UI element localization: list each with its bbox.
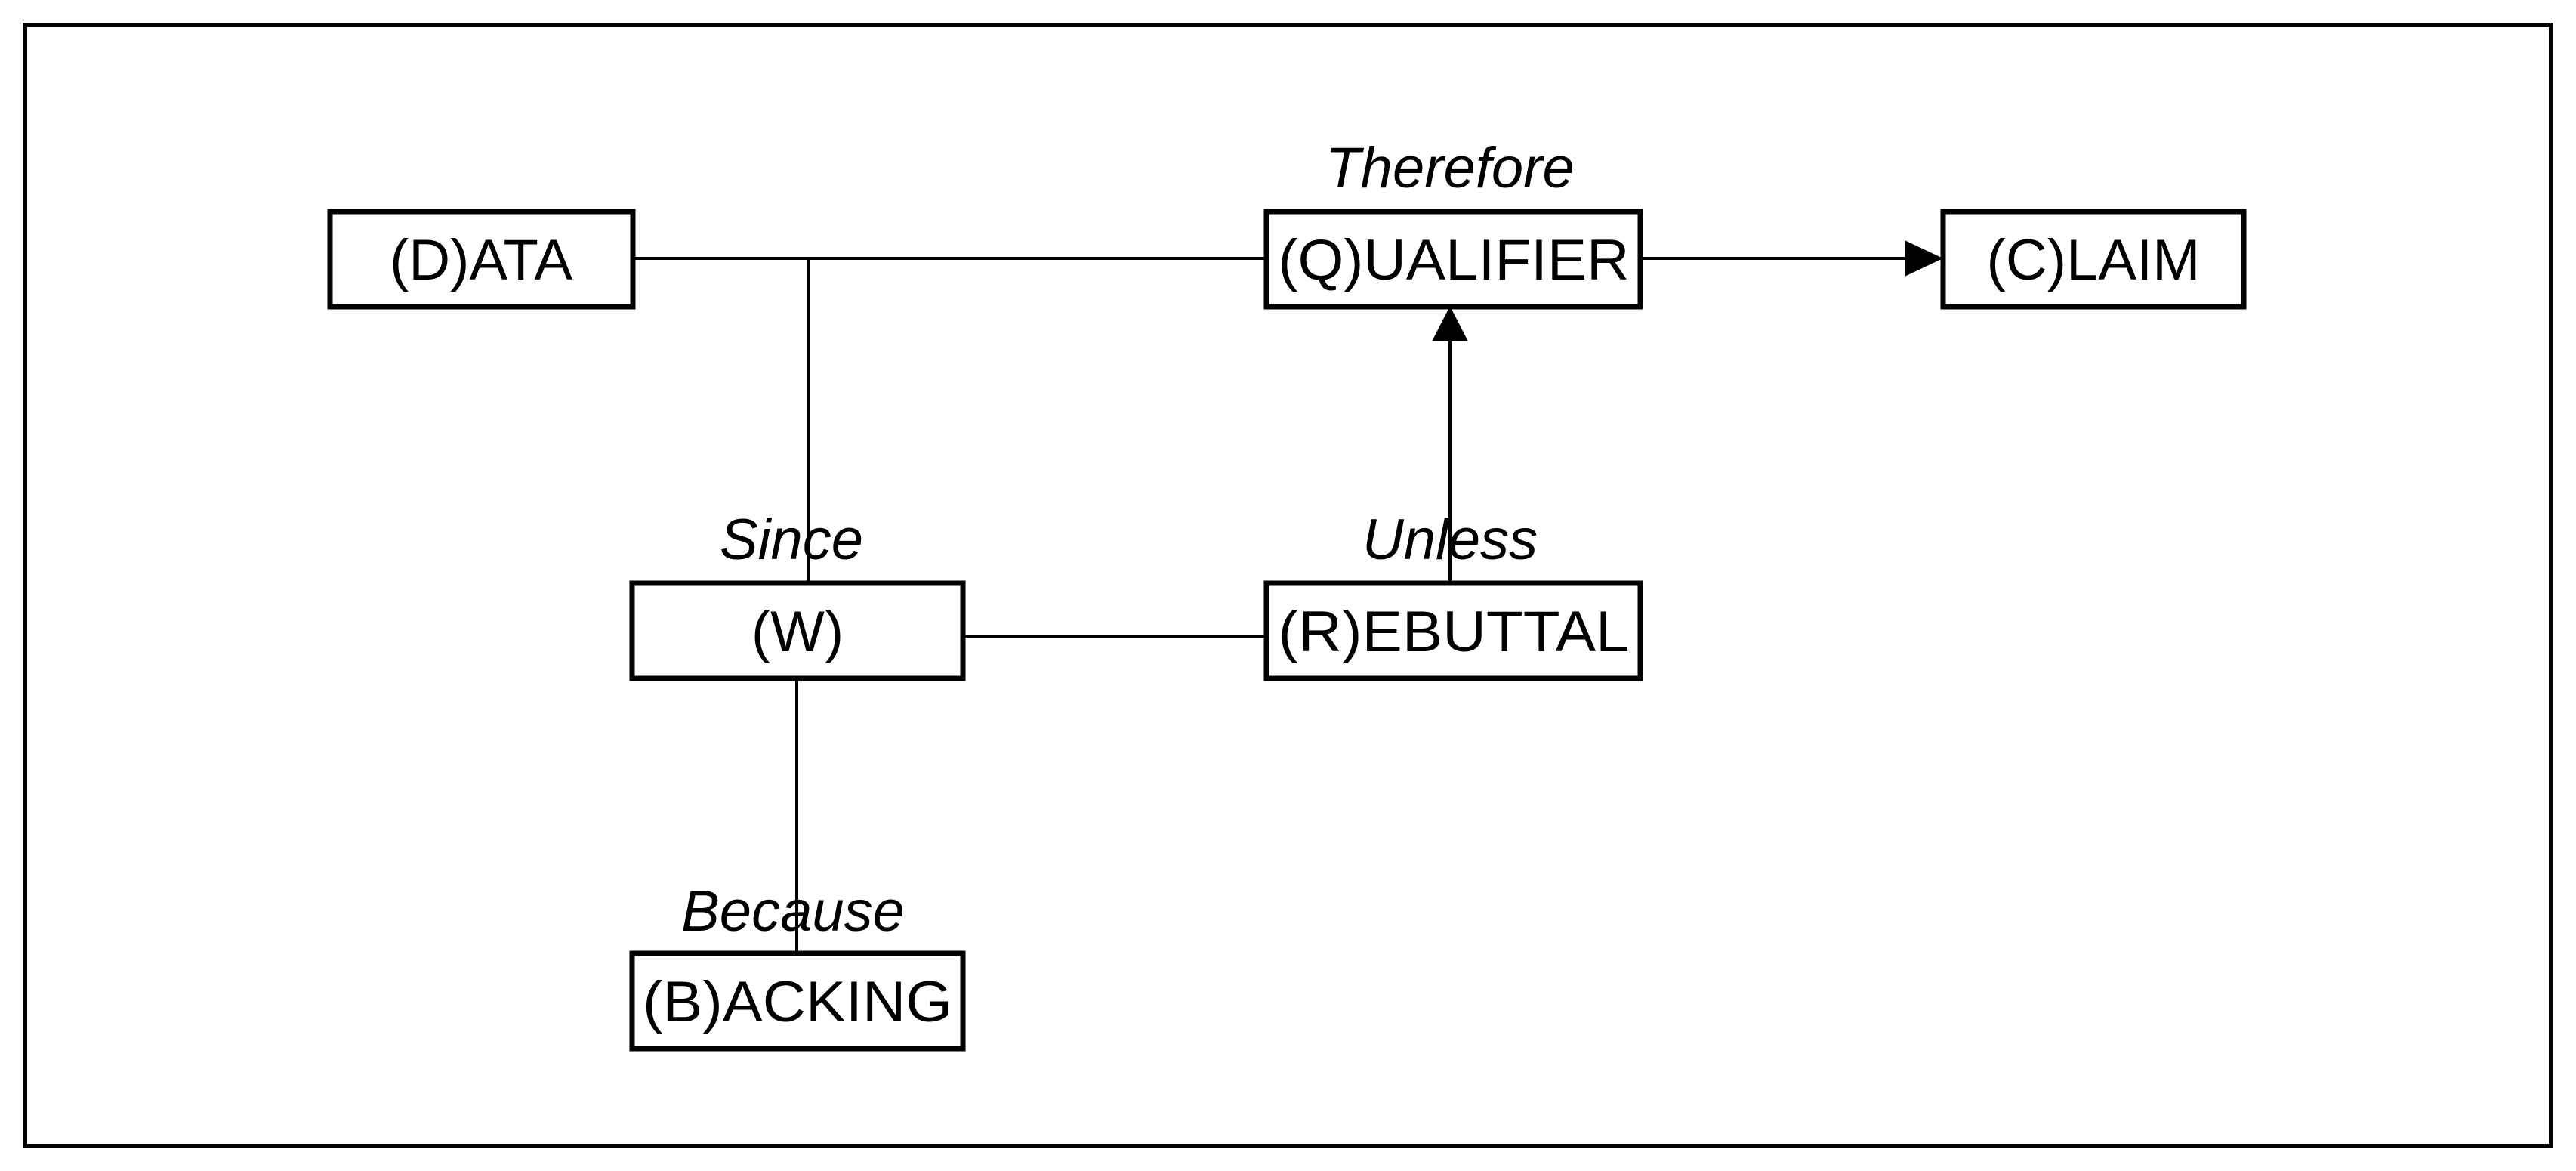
claim-arrowhead — [1905, 240, 1943, 277]
warrant-box-label: (W) — [751, 600, 844, 664]
qualifier-box-label: (Q)UALIFIER — [1279, 228, 1630, 292]
qualifier-box: (Q)UALIFIER — [1263, 209, 1643, 310]
data-box: (D)ATA — [327, 209, 636, 310]
since-label: Since — [720, 508, 863, 572]
data-box-label: (D)ATA — [390, 228, 572, 292]
backing-box: (B)ACKING — [629, 950, 966, 1052]
rebuttal-box-label: (R)EBUTTAL — [1279, 600, 1630, 664]
rebuttal-box: (R)EBUTTAL — [1263, 580, 1643, 681]
because-label: Because — [681, 879, 905, 944]
claim-box-label: (C)LAIM — [1987, 228, 2201, 292]
backing-box-label: (B)ACKING — [643, 970, 952, 1034]
therefore-label: Therefore — [1325, 136, 1575, 200]
unless-label: Unless — [1362, 508, 1538, 572]
warrant-box: (W) — [629, 580, 966, 681]
qualifier-arrowhead — [1432, 306, 1468, 341]
claim-box: (C)LAIM — [1940, 209, 2247, 310]
